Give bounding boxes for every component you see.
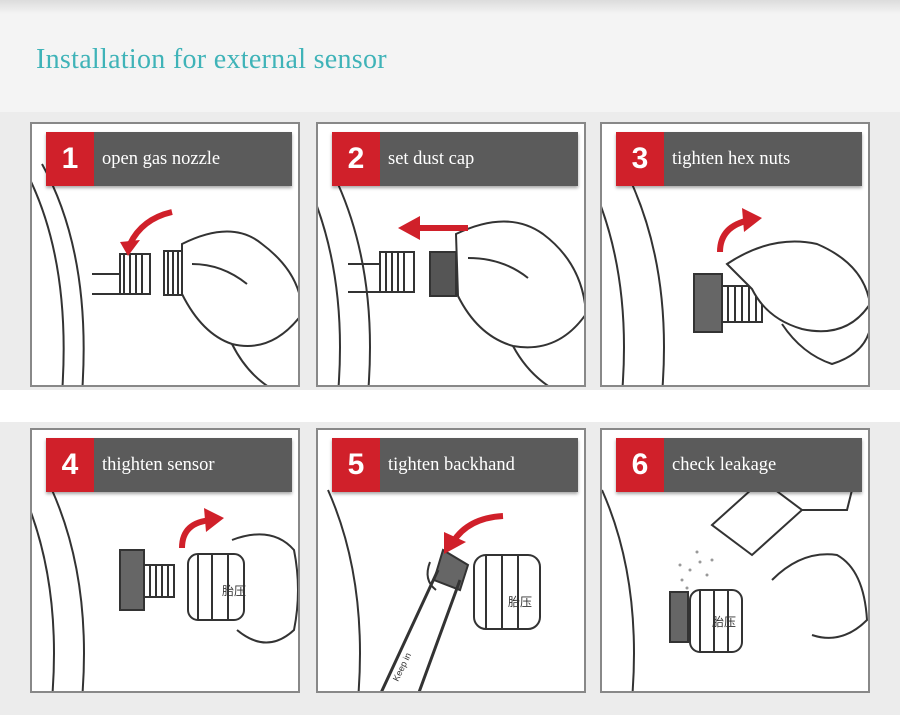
step-4-illustration: 胎压	[32, 489, 298, 691]
arrow-icon	[127, 209, 173, 246]
step-4-panel: 胎压 4 thighten sensor	[30, 428, 300, 693]
step-number: 5	[332, 438, 380, 492]
top-shadow-bar	[0, 0, 900, 14]
step-number: 4	[46, 438, 94, 492]
arrow-icon	[450, 513, 504, 544]
step-text: check leakage	[672, 455, 777, 475]
step-text: open gas nozzle	[102, 149, 221, 169]
step-3-panel: 3 tighten hex nuts	[600, 122, 870, 387]
step-text: tighten hex nuts	[672, 149, 791, 169]
step-6-label: 6 check leakage	[616, 438, 862, 492]
step-number: 3	[616, 132, 664, 186]
step-6-illustration: 胎压	[602, 443, 868, 691]
step-text: tighten backhand	[388, 455, 515, 475]
step-4-label: 4 thighten sensor	[46, 438, 292, 492]
step-1-illustration	[32, 163, 298, 385]
row-separator	[0, 390, 900, 422]
sensor-marking: 胎压	[508, 595, 532, 609]
step-5-panel: 胎压 Keep in 5 tighten backhand	[316, 428, 586, 693]
step-number: 1	[46, 132, 94, 186]
step-6-panel: 胎压 6 check leakage	[600, 428, 870, 693]
step-2-label: 2 set dust cap	[332, 132, 578, 186]
step-5-label: 5 tighten backhand	[332, 438, 578, 492]
step-text: thighten sensor	[102, 455, 215, 475]
page-title: Installation for external sensor	[36, 44, 387, 75]
step-text: set dust cap	[388, 149, 475, 169]
sensor-marking: 胎压	[712, 615, 736, 629]
step-3-illustration	[602, 183, 868, 385]
step-2-illustration	[318, 183, 584, 385]
step-5-illustration: 胎压 Keep in	[327, 489, 541, 691]
step-3-label: 3 tighten hex nuts	[616, 132, 862, 186]
step-1-label: 1 open gas nozzle	[46, 132, 292, 186]
step-number: 2	[332, 132, 380, 186]
step-number: 6	[616, 438, 664, 492]
step-1-panel: 1 open gas nozzle	[30, 122, 300, 387]
sensor-marking: 胎压	[222, 584, 246, 598]
step-2-panel: 2 set dust cap	[316, 122, 586, 387]
